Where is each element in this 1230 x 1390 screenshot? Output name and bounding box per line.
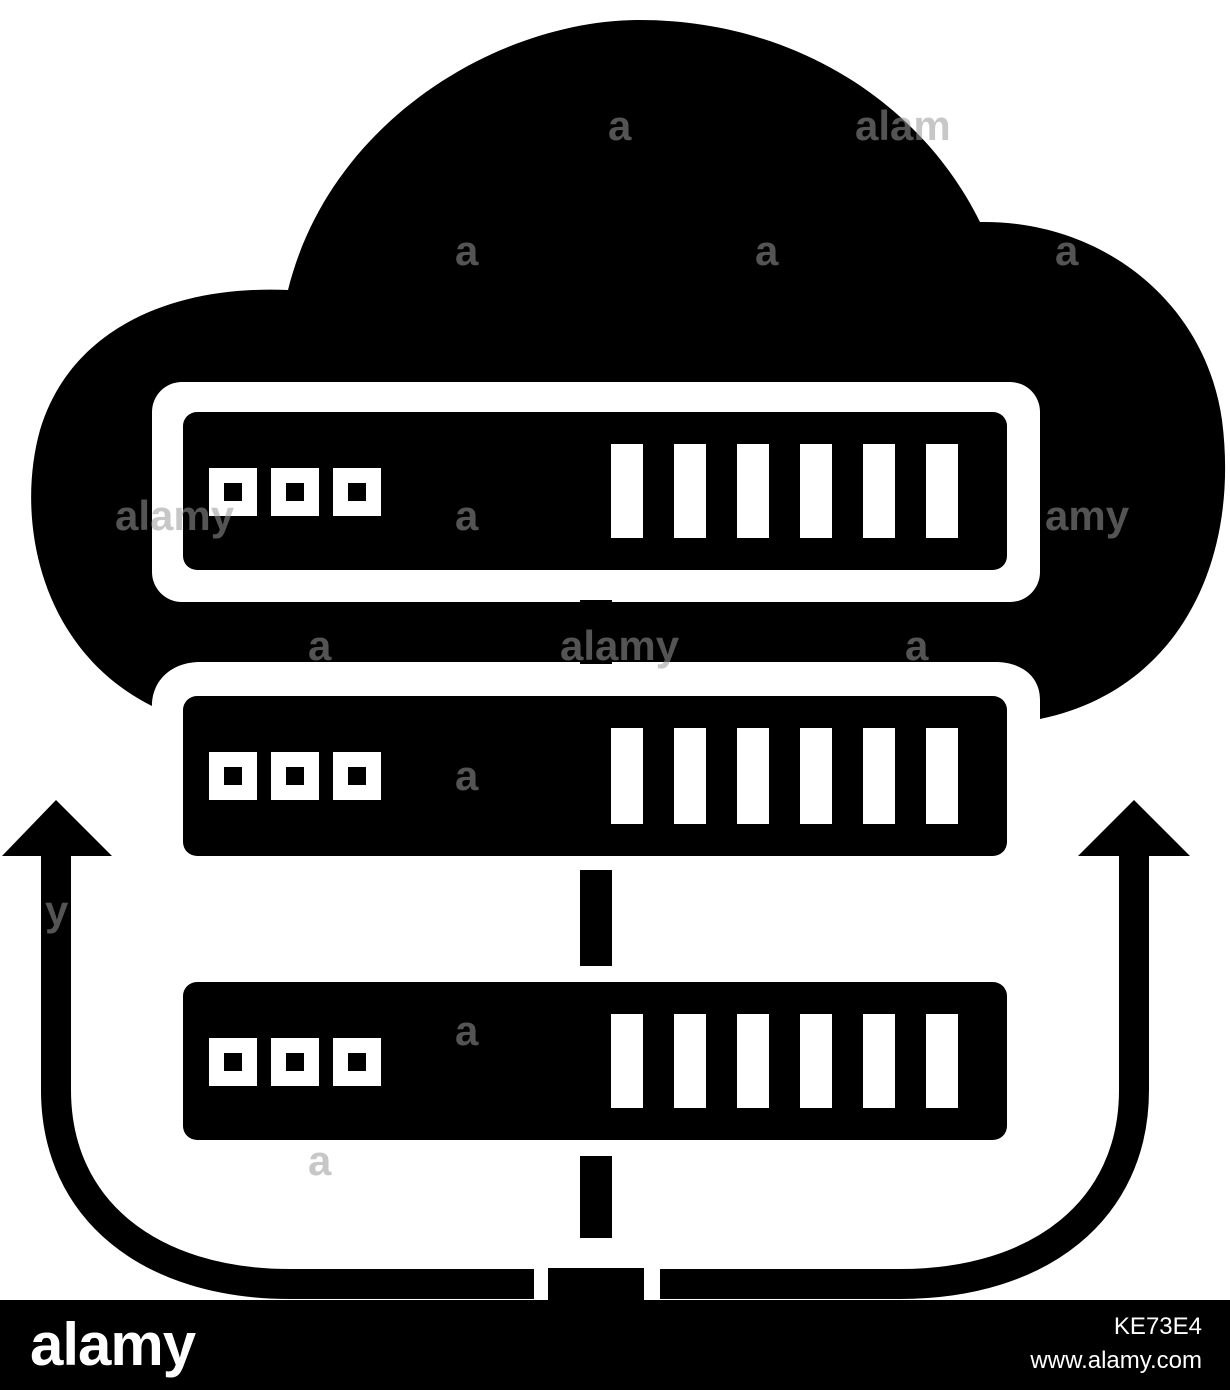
svg-text:amy: amy (1045, 492, 1130, 539)
svg-text:alamy: alamy (560, 622, 680, 669)
svg-text:a: a (308, 622, 332, 669)
svg-text:a: a (608, 102, 632, 149)
svg-text:a: a (455, 752, 479, 799)
svg-text:alam: alam (855, 102, 951, 149)
stock-footer-bar: alamy KE73E4 www.alamy.com (0, 1300, 1230, 1390)
server-drive-bays (611, 728, 958, 824)
svg-text:a: a (1055, 227, 1079, 274)
base-junction (548, 1268, 644, 1300)
svg-text:a: a (455, 492, 479, 539)
svg-text:y: y (45, 887, 69, 934)
server-connector-middle (580, 870, 612, 966)
server-indicator-lights (209, 752, 381, 800)
server-unit-top (152, 382, 1040, 602)
site-url-label: www.alamy.com (1030, 1347, 1202, 1374)
image-id-label: KE73E4 (1113, 1313, 1202, 1340)
svg-text:a: a (905, 622, 929, 669)
svg-text:alamy: alamy (115, 492, 235, 539)
cloud-server-sync-icon: a alam a a a alamy a amy a alamy a a y a… (2, 20, 1226, 1300)
right-up-arrow-icon (660, 800, 1190, 1299)
server-unit-middle (183, 696, 1007, 856)
svg-text:a: a (455, 1007, 479, 1054)
watermark-overlay: a alam a a a alamy a amy a alamy a a y a… (45, 102, 1130, 1184)
left-up-arrow-icon (2, 800, 534, 1299)
server-indicator-lights (209, 468, 381, 516)
svg-text:a: a (755, 227, 779, 274)
svg-text:a: a (455, 227, 479, 274)
alamy-logo: alamy (30, 1311, 196, 1378)
server-drive-bays (611, 444, 958, 538)
server-indicator-lights (209, 1038, 381, 1086)
server-unit-bottom (183, 982, 1007, 1140)
server-drive-bays (611, 1014, 958, 1108)
server-connector-bottom (580, 1156, 612, 1238)
svg-text:a: a (308, 1137, 332, 1184)
server-connector-top (580, 600, 612, 664)
footer-meta: KE73E4 www.alamy.com (942, 1310, 1202, 1378)
